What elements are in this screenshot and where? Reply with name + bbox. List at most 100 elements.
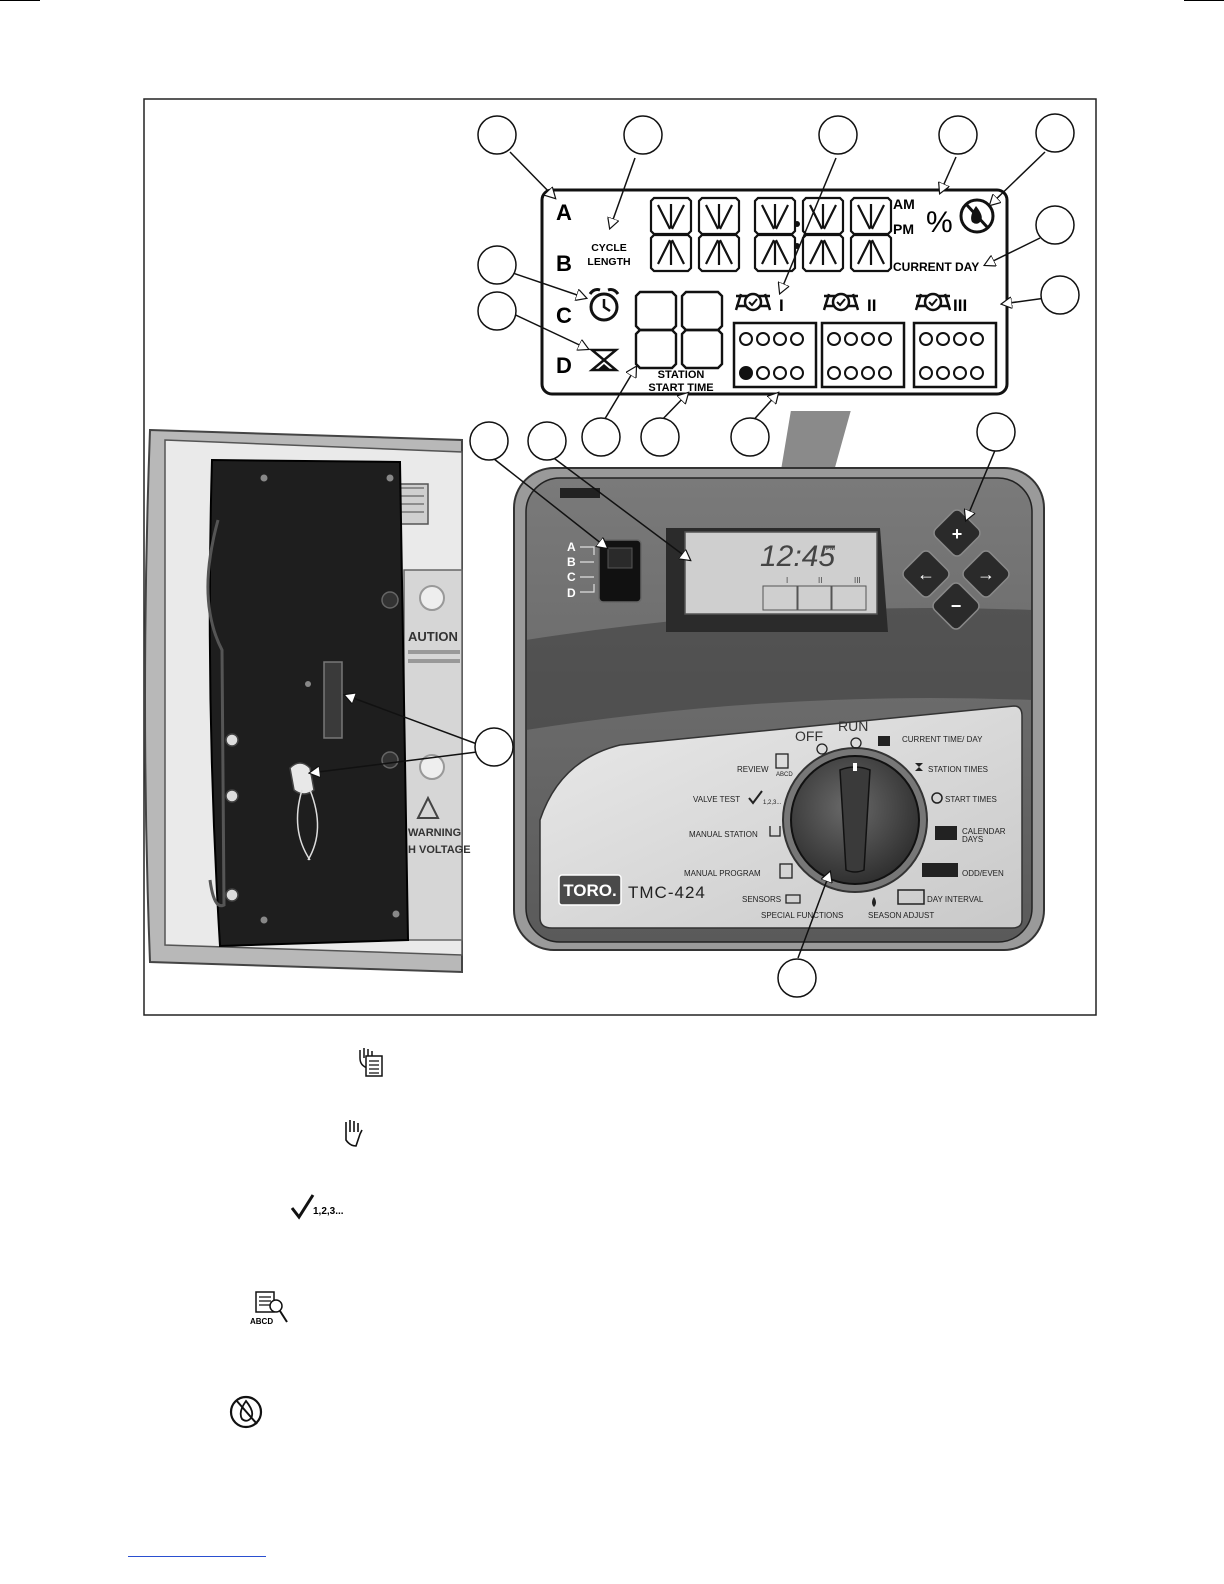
run-icon — [850, 737, 862, 749]
knockout — [419, 585, 445, 611]
calendar-clock-icon — [878, 736, 890, 746]
face-band — [526, 608, 1032, 730]
program-selector[interactable]: A B C D — [567, 539, 642, 603]
screw — [260, 916, 268, 924]
controller-lcd: 12:45 PM I II III — [666, 528, 888, 632]
battery-clip — [289, 762, 315, 795]
screw — [392, 910, 400, 918]
station-box-1 — [732, 321, 818, 389]
battery-wire — [296, 789, 319, 861]
screw — [386, 474, 394, 482]
selector-letter-d: D — [567, 586, 576, 600]
program-letter-b: B — [556, 251, 572, 276]
rain-sensor-icon — [959, 198, 995, 234]
controller: A B C D 12:45 PM I II III + ← — [513, 467, 1045, 951]
main-segment-digits — [649, 196, 893, 273]
open-door: AUTION WARNING H VOLTAGE — [144, 428, 471, 974]
callout-circle — [581, 417, 621, 457]
dial-day-interval-label: DAY INTERVAL — [927, 895, 984, 904]
crop-mark-top-left — [0, 0, 40, 1]
dial-review-label: REVIEW — [737, 765, 769, 774]
valve-group-1: I — [732, 292, 818, 389]
callout-circle — [474, 727, 514, 767]
warning-label-line1: WARNING — [408, 827, 461, 839]
legend-manual-station-icon — [345, 1120, 363, 1147]
program-letter-d: D — [556, 353, 572, 378]
selector-letter-b: B — [567, 555, 576, 569]
manual-station-icon — [769, 826, 781, 837]
callout-circle — [1035, 205, 1075, 245]
cycle-length-label-line2: LENGTH — [587, 256, 630, 268]
lcd-group-1: I — [786, 576, 788, 585]
right-label: → — [977, 564, 995, 584]
callout-circle — [477, 115, 517, 155]
dial-calendar-label-line1: CALENDAR — [962, 827, 1006, 836]
program-letter-a: A — [556, 200, 572, 225]
callout-circle — [777, 958, 817, 998]
callout-leaders — [310, 151, 1054, 959]
callout-circle — [623, 115, 663, 155]
pm-indicator: PM — [893, 221, 914, 237]
left-button[interactable] — [901, 549, 952, 600]
segment-digit — [649, 196, 693, 273]
knockout — [419, 754, 445, 780]
selector-letter-c: C — [567, 570, 576, 584]
lcd-detail: A B C D CYCLE LENGTH — [540, 188, 1009, 396]
minus-button[interactable] — [931, 581, 982, 632]
dial-valve-test-label: VALVE TEST — [693, 795, 740, 804]
am-indicator: AM — [893, 196, 915, 212]
dial-manual-station-label: MANUAL STATION — [689, 830, 758, 839]
segment-digit — [801, 196, 845, 273]
group-numeral-2: II — [867, 296, 876, 315]
valve-group-3: III — [912, 292, 998, 389]
station-digits — [634, 290, 724, 370]
vent — [560, 488, 600, 498]
lcd-time: 12:45 — [760, 540, 835, 573]
lcd-group-3: III — [854, 576, 861, 585]
callout-circle — [1040, 275, 1080, 315]
dial-valve-test-suffix: 1,2,3... — [763, 800, 782, 806]
warning-label-line2: H VOLTAGE — [408, 844, 471, 856]
crop-mark-top-right — [1184, 0, 1224, 1]
legend-manual-program-icon — [359, 1048, 383, 1077]
callout-circles — [469, 113, 1080, 998]
colon-dot — [794, 221, 800, 227]
callout-circle — [527, 421, 567, 461]
callout-circle — [477, 245, 517, 285]
battery-slot — [323, 661, 343, 739]
station-indicators-2 — [827, 332, 892, 380]
legend-valve-test-suffix: 1,2,3... — [313, 1206, 344, 1217]
current-day-label: CURRENT DAY — [893, 260, 979, 274]
left-label: ← — [917, 564, 935, 584]
hinge-row — [225, 733, 239, 902]
dial-start-times-label: START TIMES — [945, 795, 997, 804]
callout-circle — [469, 421, 509, 461]
valve-icon — [914, 292, 952, 312]
model-name: TMC-424 — [628, 883, 706, 902]
segment-digit — [753, 196, 797, 273]
off-icon — [816, 743, 828, 755]
manual-program-icon — [779, 863, 793, 879]
sensors-icon — [785, 894, 801, 904]
callout-circle — [976, 412, 1016, 452]
cycle-length-label-line1: CYCLE — [591, 242, 627, 254]
hourglass-icon — [588, 348, 620, 372]
selector-letter-a: A — [567, 540, 576, 554]
lcd-screen — [684, 531, 878, 615]
brand-badge: TORO. — [558, 874, 622, 906]
station-box-2 — [820, 321, 906, 389]
caution-label: AUTION — [408, 629, 458, 644]
station-label-line1: STATION — [658, 369, 705, 381]
station-indicators-3 — [919, 332, 984, 380]
right-button[interactable] — [961, 549, 1012, 600]
segment-digit — [697, 196, 741, 273]
dial-grip[interactable] — [839, 766, 871, 873]
lcd-pm: PM — [826, 546, 835, 552]
station-indicators-1 — [739, 332, 804, 380]
station-times-icon — [915, 763, 923, 771]
door-hole — [381, 751, 399, 769]
callout-circle — [640, 417, 680, 457]
door-hole — [381, 591, 399, 609]
footer-rule — [128, 1556, 266, 1557]
